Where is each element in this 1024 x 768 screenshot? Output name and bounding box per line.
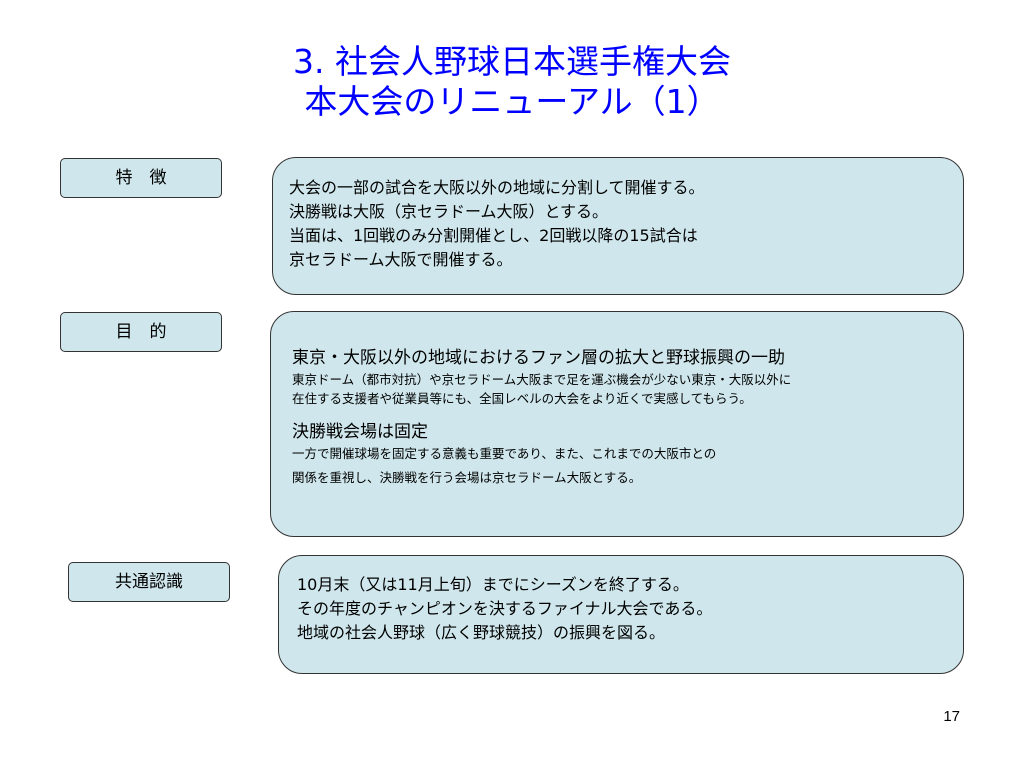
slide-title-line-2: 本大会のリニューアル（1） (304, 82, 720, 121)
features-box: 大会の一部の試合を大阪以外の地域に分割して開催する。 決勝戦は大阪（京セラドーム… (272, 157, 964, 295)
purpose-heading-2: 決勝戦会場は固定 (292, 422, 428, 442)
features-line-3: 当面は、1回戦のみ分割開催とし、2回戦以降の15試合は (289, 226, 698, 245)
common-line-1: 10月末（又は11月上旬）までにシーズンを終了する。 (297, 575, 689, 594)
slide-title-line-1: 3. 社会人野球日本選手権大会 (293, 42, 731, 81)
common-box: 10月末（又は11月上旬）までにシーズンを終了する。 その年度のチャンピオンを決… (278, 555, 964, 674)
purpose-heading-1: 東京・大阪以外の地域におけるファン層の拡大と野球振興の一助 (292, 348, 785, 368)
common-label-text: 共通認識 (115, 572, 183, 592)
purpose-detail-2-line-1: 一方で開催球場を固定する意義も重要であり、また、これまでの大阪市との (292, 446, 717, 461)
purpose-label: 目 的 (60, 312, 222, 352)
common-line-3: 地域の社会人野球（広く野球競技）の振興を図る。 (297, 623, 666, 642)
features-line-4: 京セラドーム大阪で開催する。 (289, 250, 513, 269)
purpose-detail-1-line-2: 在住する支援者や従業員等にも、全国レベルの大会をより近くで実感してもらう。 (292, 391, 752, 406)
features-label: 特 徴 (60, 158, 222, 198)
purpose-detail-1-line-1: 東京ドーム（都市対抗）や京セラドーム大阪まで足を運ぶ機会が少ない東京・大阪以外に (292, 372, 792, 387)
features-label-text: 特 徴 (115, 168, 167, 188)
slide-title: 3. 社会人野球日本選手権大会 本大会のリニューアル（1） (0, 42, 1024, 122)
features-line-1: 大会の一部の試合を大阪以外の地域に分割して開催する。 (289, 178, 705, 197)
purpose-detail-2-line-2: 関係を重視し、決勝戦を行う会場は京セラドーム大阪とする。 (292, 470, 642, 485)
purpose-label-text: 目 的 (115, 322, 167, 342)
purpose-box: 東京・大阪以外の地域におけるファン層の拡大と野球振興の一助 東京ドーム（都市対抗… (270, 311, 964, 537)
common-label: 共通認識 (68, 562, 230, 602)
features-line-2: 決勝戦は大阪（京セラドーム大阪）とする。 (289, 202, 609, 221)
common-line-2: その年度のチャンピオンを決するファイナル大会である。 (297, 599, 713, 618)
page-number: 17 (943, 708, 960, 725)
